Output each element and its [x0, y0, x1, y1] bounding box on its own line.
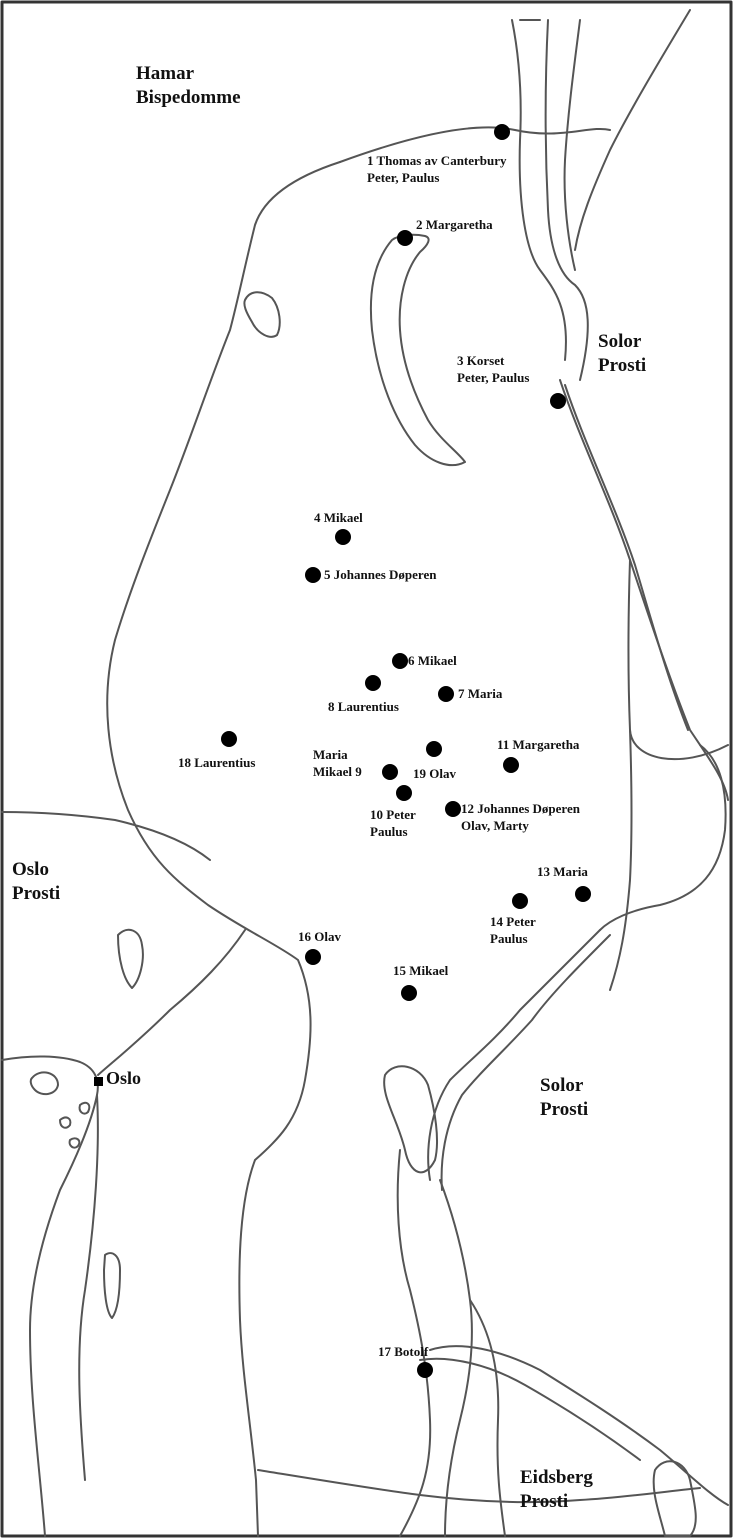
- east-river: [559, 379, 729, 801]
- river-south-5: [419, 1357, 641, 1461]
- church-label-18: 18 Laurentius: [178, 755, 256, 770]
- lake-west: [117, 928, 144, 989]
- church-dot-10: [396, 785, 412, 801]
- lake-south-center: [383, 1065, 438, 1174]
- church-label-9: Maria Mikael 9: [313, 747, 362, 779]
- church-label-14: 14 Peter Paulus: [490, 914, 536, 946]
- east-boundary-loop: [627, 559, 729, 761]
- oslo-coast: [1, 1055, 99, 1537]
- river-southeast-1: [427, 929, 601, 1181]
- city-label-oslo: Oslo: [106, 1068, 142, 1088]
- church-dot-4: [335, 529, 351, 545]
- church-dot-11: [503, 757, 519, 773]
- church-label-11: 11 Margaretha: [497, 737, 580, 752]
- lake-southeast: [652, 1460, 697, 1537]
- oslo-city-marker: [94, 1077, 103, 1086]
- church-label-3: 3 Korset Peter, Paulus: [457, 353, 530, 385]
- church-label-2: 2 Margaretha: [416, 217, 493, 232]
- church-dot-17: [417, 1362, 433, 1378]
- church-label-1: 1 Thomas av Canterbury Peter, Paulus: [367, 153, 507, 185]
- river-northeast-3: [563, 19, 581, 271]
- church-label-5: 5 Johannes Døperen: [324, 567, 437, 582]
- river-northeast-4: [574, 9, 691, 251]
- church-dot-19: [426, 741, 442, 757]
- lake-central-north: [369, 233, 466, 467]
- church-dot-7: [438, 686, 454, 702]
- church-label-13: 13 Maria: [537, 864, 588, 879]
- church-label-8: 8 Laurentius: [328, 699, 399, 714]
- river-northeast-2: [544, 19, 589, 381]
- oslo-coast-east: [97, 929, 246, 1076]
- river-south-4: [429, 1345, 729, 1506]
- oslo-island-2: [59, 1116, 72, 1129]
- church-dot-1: [494, 124, 510, 140]
- river-southeast-2: [440, 934, 611, 1191]
- west-boundary: [106, 161, 341, 1537]
- church-label-15: 15 Mikael: [393, 963, 449, 978]
- region-oslo-prosti: Oslo Prosti: [12, 859, 61, 904]
- church-dot-9: [382, 764, 398, 780]
- river-south-2: [439, 1179, 473, 1537]
- church-dot-14: [512, 893, 528, 909]
- church-label-16: 16 Olav: [298, 929, 341, 944]
- church-label-19: 19 Olav: [413, 766, 456, 781]
- south-boundary: [257, 1469, 701, 1504]
- church-dot-13: [575, 886, 591, 902]
- church-label-10: 10 Peter Paulus: [370, 807, 416, 839]
- oslo-coast-inner: [78, 1094, 99, 1481]
- oslo-island-1: [29, 1071, 59, 1096]
- church-dot-2: [397, 230, 413, 246]
- church-label-7: 7 Maria: [458, 686, 503, 701]
- east-boundary-down: [609, 729, 633, 991]
- church-label-17: 17 Botolf: [378, 1344, 429, 1359]
- river-south-1: [396, 1149, 432, 1537]
- church-label-4: 4 Mikael: [314, 510, 363, 525]
- lake-upper-left: [243, 291, 281, 338]
- church-dot-12: [445, 801, 461, 817]
- far-west-boundary: [1, 811, 211, 861]
- region-eidsberg-prosti: Eidsberg Prosti: [520, 1467, 593, 1512]
- church-dot-8: [365, 675, 381, 691]
- church-label-12: 12 Johannes Døperen Olav, Marty: [461, 801, 580, 833]
- region-solor-prosti-south: Solor Prosti: [540, 1075, 589, 1120]
- oslo-island-4: [68, 1137, 81, 1149]
- east-edge-bulge: [599, 744, 727, 931]
- church-label-6: 6 Mikael: [408, 653, 457, 668]
- church-dot-18: [221, 731, 237, 747]
- church-dot-3: [550, 393, 566, 409]
- church-dot-15: [401, 985, 417, 1001]
- north-boundary: [339, 126, 611, 163]
- region-hamar-bispedomme: Hamar Bispedomme: [136, 63, 241, 108]
- oslo-lake-long: [103, 1252, 121, 1319]
- region-solor-prosti-north: Solor Prosti: [598, 331, 647, 376]
- church-dot-5: [305, 567, 321, 583]
- church-dot-6: [392, 653, 408, 669]
- river-northeast-1: [511, 19, 567, 361]
- east-river-inner: [564, 384, 689, 731]
- oslo-island-3: [78, 1101, 91, 1115]
- church-dot-16: [305, 949, 321, 965]
